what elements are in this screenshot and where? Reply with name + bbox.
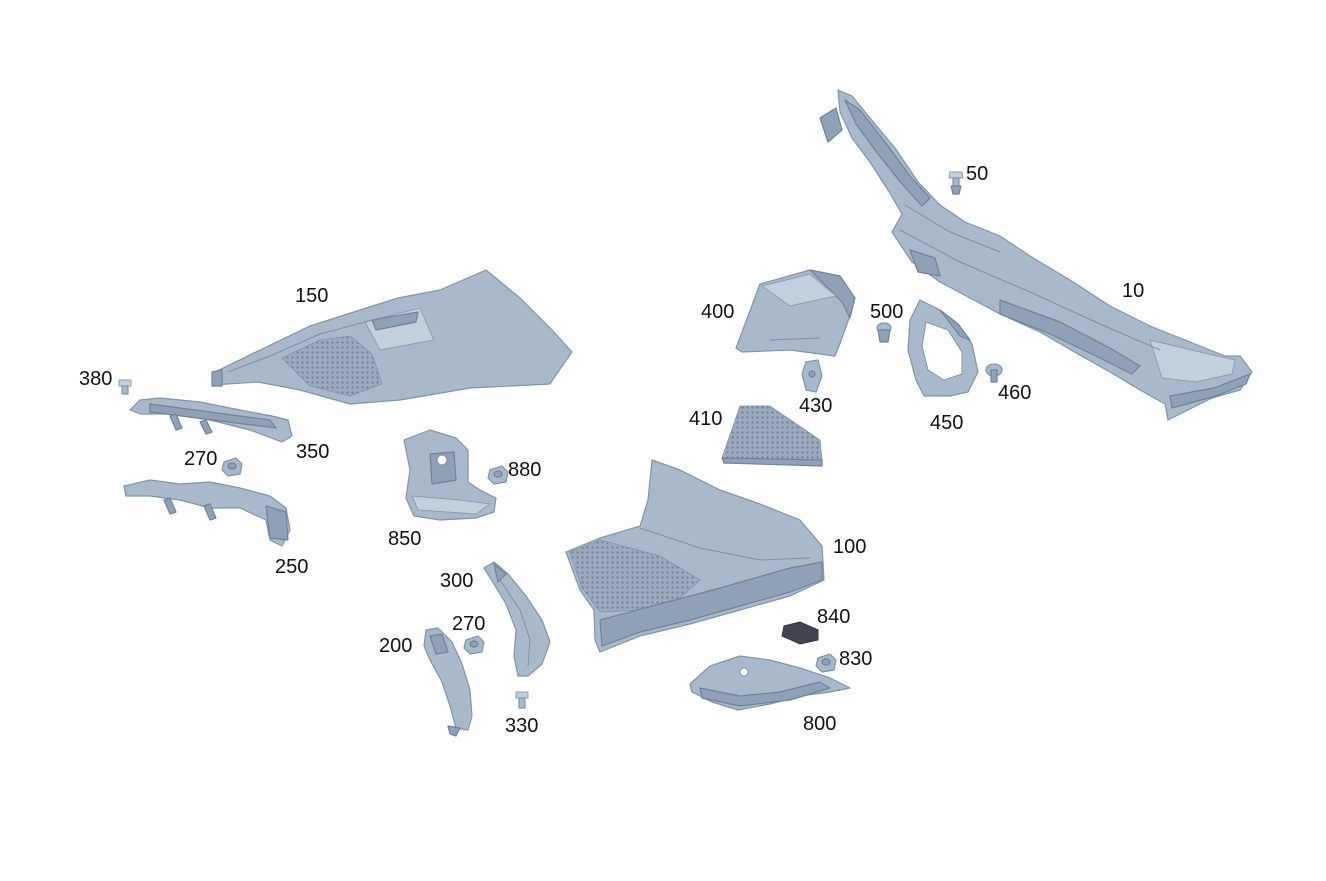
callout-270-lower: 270 — [452, 613, 486, 635]
part-350-rail — [129, 397, 293, 443]
part-200-bracket — [423, 627, 473, 737]
callout-840: 840 — [817, 606, 851, 628]
callout-450: 450 — [930, 412, 964, 434]
part-840-gasket — [781, 621, 819, 645]
part-330-clip — [515, 691, 529, 709]
part-300-bracket — [483, 561, 551, 677]
callout-10: 10 — [1122, 280, 1145, 302]
callout-380: 380 — [79, 368, 113, 390]
callout-100: 100 — [833, 536, 867, 558]
part-400-housing — [735, 269, 856, 357]
part-10-cowl-cover — [819, 89, 1253, 421]
part-500-plug — [876, 322, 892, 343]
part-250-bracket — [123, 479, 291, 547]
part-800-bracket — [689, 655, 851, 711]
callout-880: 880 — [508, 459, 542, 481]
part-880-nut — [487, 465, 509, 485]
part-850-bracket — [403, 429, 497, 521]
callout-850: 850 — [388, 528, 422, 550]
callout-150: 150 — [295, 285, 329, 307]
callout-350: 350 — [296, 441, 330, 463]
callout-400: 400 — [701, 301, 735, 323]
part-270-nut-lower — [463, 635, 485, 655]
callout-330: 330 — [505, 715, 539, 737]
callout-830: 830 — [839, 648, 873, 670]
part-460-screw — [985, 363, 1003, 383]
part-380-clip — [118, 379, 132, 395]
callout-50: 50 — [966, 163, 989, 185]
part-410-filter-panel — [721, 405, 823, 467]
part-100-trim-panel — [565, 459, 825, 653]
part-830-nut — [815, 653, 837, 673]
callout-410: 410 — [689, 408, 723, 430]
callout-460: 460 — [998, 382, 1032, 404]
callout-800: 800 — [803, 713, 837, 735]
callout-270-upper: 270 — [184, 448, 218, 470]
callout-250: 250 — [275, 556, 309, 578]
part-270-nut-upper — [221, 457, 243, 477]
callout-300: 300 — [440, 570, 474, 592]
part-430-bracket — [801, 359, 823, 393]
callout-200: 200 — [379, 635, 413, 657]
part-150-trim-panel — [211, 269, 573, 405]
part-450-frame — [907, 299, 979, 397]
callout-500: 500 — [870, 301, 904, 323]
callout-430: 430 — [799, 395, 833, 417]
part-50-clip — [948, 171, 964, 195]
